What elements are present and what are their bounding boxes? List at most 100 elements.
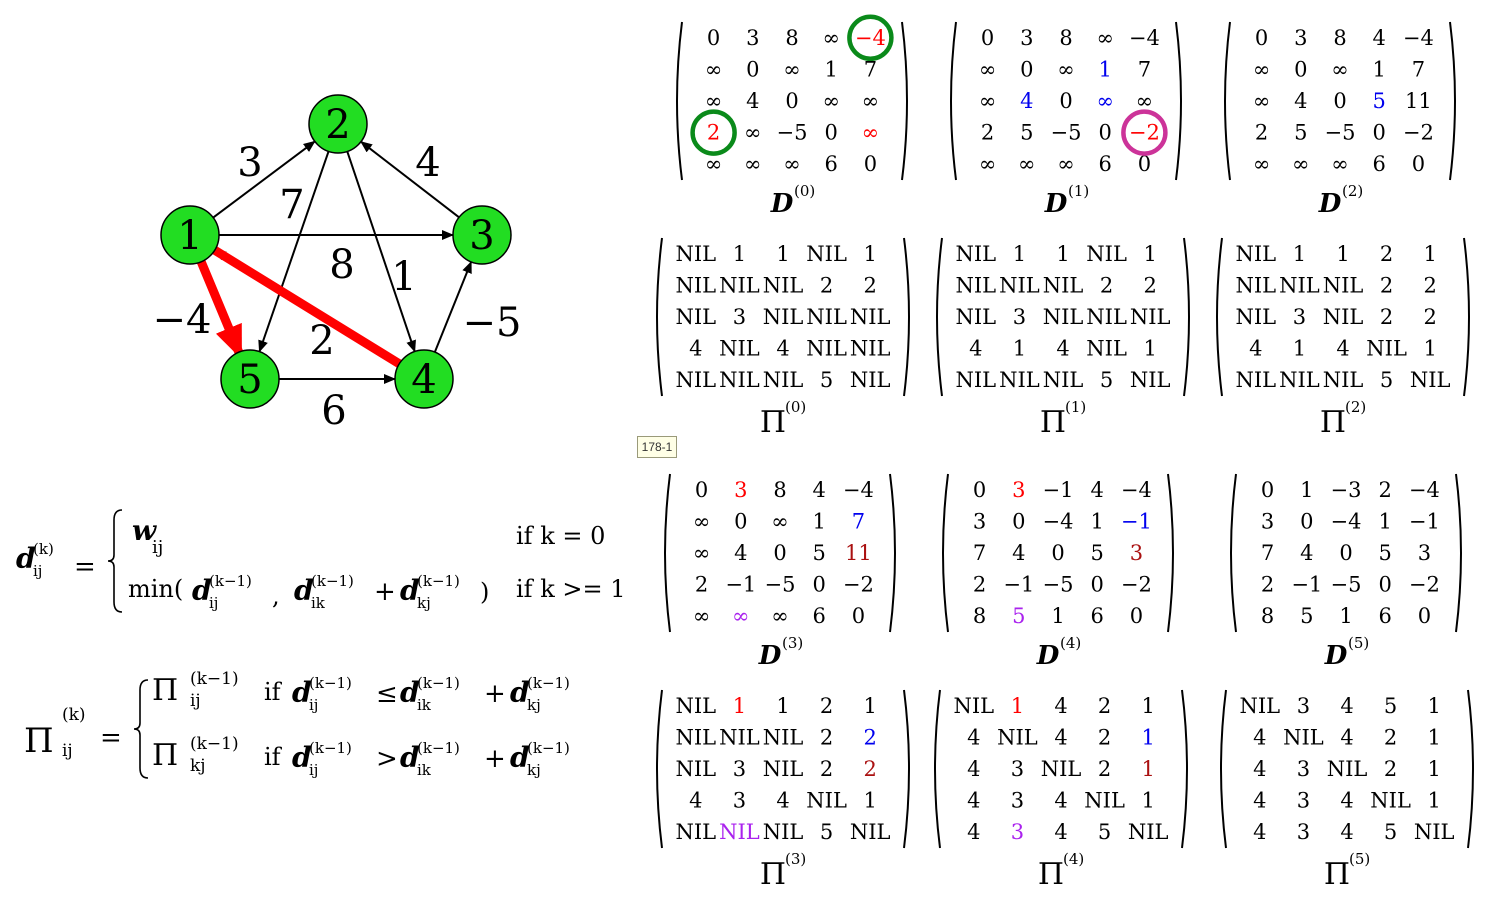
matrix-cell: NIL bbox=[1414, 820, 1455, 844]
graph-node-label-3: 3 bbox=[469, 213, 494, 259]
pi-row2-dij-base: d bbox=[292, 741, 312, 774]
matrix-cell: 1 bbox=[825, 57, 838, 81]
matrix-cell: 8 bbox=[1261, 604, 1274, 628]
matrix-cell: NIL bbox=[676, 368, 717, 392]
edge-weight-1-3: 8 bbox=[329, 242, 354, 288]
matrix-cell: NIL bbox=[1366, 337, 1407, 361]
matrix-cell: 2 bbox=[1255, 121, 1268, 145]
matrix-cell: 5 bbox=[1012, 604, 1025, 628]
matrix-cell: 0 bbox=[785, 89, 798, 113]
matrix-cell: 3 bbox=[1013, 305, 1026, 329]
matrix-cell: −5 bbox=[777, 121, 808, 145]
matrix-cell: 3 bbox=[1294, 26, 1307, 50]
d-equals: = bbox=[74, 552, 96, 582]
matrix-cell: 0 bbox=[981, 26, 994, 50]
matrix-cell: ∞ bbox=[1253, 57, 1271, 81]
matrix-cell: −2 bbox=[1403, 121, 1434, 145]
matrix-cell: ∞ bbox=[732, 604, 750, 628]
matrix-cell: 3 bbox=[1011, 757, 1024, 781]
matrix-cell: NIL bbox=[763, 757, 804, 781]
d-case2-dkj-sub: kj bbox=[417, 594, 431, 612]
matrix-cell: 1 bbox=[1428, 757, 1441, 781]
matrix-cell: 0 bbox=[1412, 152, 1425, 176]
matrix-cell: NIL bbox=[676, 725, 717, 749]
matrix-cell: 3 bbox=[733, 757, 746, 781]
matrix-cell: 8 bbox=[785, 26, 798, 50]
matrix-cell: 3 bbox=[1011, 820, 1024, 844]
d-case2-plus: + bbox=[374, 577, 396, 607]
pi-row1-dkj-sub: kj bbox=[527, 696, 541, 714]
matrix-right-paren bbox=[1181, 689, 1188, 849]
matrix-cell: 5 bbox=[1020, 121, 1033, 145]
matrix-cell: 0 bbox=[1255, 26, 1268, 50]
matrix-cell: NIL bbox=[1236, 242, 1277, 266]
matrix-cell: −1 bbox=[725, 573, 756, 597]
matrix-cell: 1 bbox=[864, 242, 877, 266]
matrix-cell: 5 bbox=[820, 368, 833, 392]
matrix-cell: NIL bbox=[763, 273, 804, 297]
graph-node-label-2: 2 bbox=[325, 102, 350, 148]
matrix-cell: 1 bbox=[733, 694, 746, 718]
matrix-cell: NIL bbox=[850, 368, 891, 392]
matrix-cell: ∞ bbox=[771, 604, 789, 628]
matrix-cell: 1 bbox=[864, 789, 877, 813]
matrix-right-paren bbox=[903, 689, 910, 849]
matrix-cell: −5 bbox=[1331, 573, 1362, 597]
matrix-cell: ∞ bbox=[693, 541, 711, 565]
matrix-label-sup: (1) bbox=[1065, 398, 1086, 416]
matrix-cell: 7 bbox=[864, 57, 877, 81]
matrix-left-paren bbox=[1224, 21, 1231, 181]
matrix-cell: 5 bbox=[1091, 541, 1104, 565]
matrix-cell: ∞ bbox=[705, 152, 723, 176]
matrix-label-sup: (5) bbox=[1348, 634, 1369, 652]
matrix-left-paren bbox=[664, 473, 671, 633]
pi-row1-dij-base: d bbox=[292, 676, 312, 709]
matrix-cell: NIL bbox=[719, 368, 760, 392]
edge-3-2 bbox=[360, 140, 460, 219]
matrix-cell: 0 bbox=[1333, 89, 1346, 113]
matrix-cell: 4 bbox=[1054, 694, 1067, 718]
matrix-cell: 8 bbox=[1333, 26, 1346, 50]
matrix-cell: 3 bbox=[1297, 789, 1310, 813]
graph-node-2 bbox=[308, 94, 368, 154]
matrix-cell: 0 bbox=[1373, 121, 1386, 145]
matrix-cell: 0 bbox=[864, 152, 877, 176]
matrix-cell: −4 bbox=[1121, 478, 1152, 502]
matrix-cell: 0 bbox=[1379, 573, 1392, 597]
matrix-cell: 5 bbox=[1294, 121, 1307, 145]
matrix-cell: NIL bbox=[956, 368, 997, 392]
matrix-cell: 2 bbox=[1380, 242, 1393, 266]
matrix-cell: 3 bbox=[1012, 478, 1025, 502]
matrix-cell: NIL bbox=[1128, 820, 1169, 844]
pi-row1-dik-sup: (k−1) bbox=[417, 674, 460, 692]
matrix-cell: 4 bbox=[1340, 694, 1353, 718]
matrix-cell: 4 bbox=[1253, 820, 1266, 844]
matrix-cell: NIL bbox=[1240, 694, 1281, 718]
matrix-cell: NIL bbox=[1236, 305, 1277, 329]
d-case1-w: w bbox=[132, 514, 157, 547]
matrix-cell: 4 bbox=[1294, 89, 1307, 113]
matrix-cell: ∞ bbox=[771, 509, 789, 533]
pi-row2-pi: Π bbox=[152, 738, 178, 773]
matrix-cell: ∞ bbox=[783, 57, 801, 81]
matrix-cell: 0 bbox=[973, 478, 986, 502]
matrix-left-paren bbox=[1230, 473, 1237, 633]
pi-row1-if: if bbox=[264, 678, 283, 706]
matrix-cell: 0 bbox=[1138, 152, 1151, 176]
matrix-cell: 4 bbox=[1253, 725, 1266, 749]
matrix-cell: −4 bbox=[1409, 478, 1440, 502]
matrix-cell: −1 bbox=[1409, 509, 1440, 533]
matrix-cell: 5 bbox=[1300, 604, 1313, 628]
matrix-cell: NIL bbox=[1370, 789, 1411, 813]
matrix-cell: 1 bbox=[1428, 694, 1441, 718]
matrix-cell: 3 bbox=[1020, 26, 1033, 50]
matrix-label-sup: (3) bbox=[782, 634, 803, 652]
matrix-cell: 1 bbox=[1339, 604, 1352, 628]
highlight-circle bbox=[847, 14, 894, 62]
matrix-left-paren bbox=[676, 21, 683, 181]
matrix-cell: 4 bbox=[967, 820, 980, 844]
matrix-cell: ∞ bbox=[744, 121, 762, 145]
matrix-right-paren bbox=[1175, 21, 1182, 181]
